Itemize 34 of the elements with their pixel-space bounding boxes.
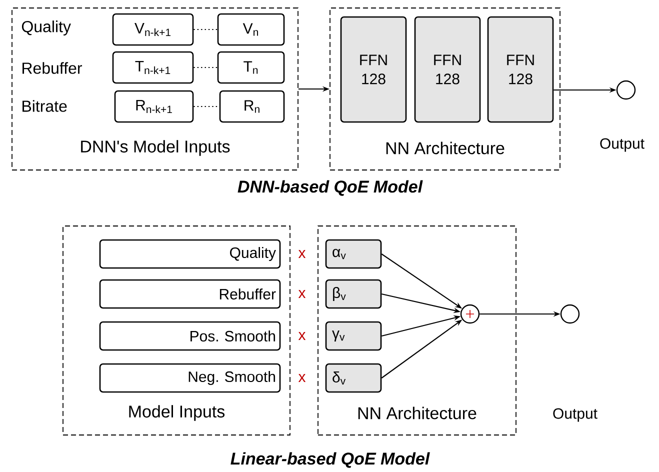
layer-box: FFN 128 — [487, 16, 554, 123]
model-caption: DNN-based QoE Model — [238, 180, 423, 196]
input-box: Rebuffer — [99, 279, 281, 309]
input-box: Neg. Smooth — [99, 363, 281, 393]
output-circle — [560, 304, 580, 324]
multiply-sign: x — [298, 374, 306, 382]
model-caption: Linear-based QoE Model — [230, 452, 430, 468]
input-box: V$_{n}$ — [217, 13, 285, 46]
weight-box: β$_{v}$ — [325, 279, 382, 309]
multiply-sign: x — [298, 290, 306, 298]
input-box: R$_{n-k+1}$ — [114, 90, 194, 123]
row-label: Quality — [22, 20, 71, 36]
input-box: T$_{n}$ — [217, 51, 285, 84]
input-box: Quality — [99, 239, 281, 269]
input-box: R$_{n}$ — [219, 90, 285, 123]
input-box: V$_{n-k+1}$ — [112, 13, 194, 46]
layer-box: FFN 128 — [340, 16, 407, 123]
dotted-connector — [193, 67, 218, 68]
layer-box: FFN 128 — [414, 16, 481, 123]
weight-box: γ$_{v}$ — [325, 321, 382, 351]
output-label: Output — [553, 408, 598, 422]
multiply-sign: x — [298, 332, 306, 340]
input-box: Pos. Smooth — [99, 321, 281, 351]
dotted-connector — [193, 29, 218, 30]
row-label: Rebuffer — [22, 62, 82, 74]
output-label: Output — [600, 138, 644, 152]
sum-circle — [460, 304, 480, 324]
output-circle — [616, 80, 636, 100]
input-box: T$_{n-k+1}$ — [112, 51, 194, 84]
multiply-sign: x — [298, 250, 306, 258]
dotted-connector — [193, 106, 220, 107]
weight-box: δ$_{v}$ — [325, 363, 382, 393]
weight-box: α$_{v}$ — [325, 239, 382, 269]
row-label: Bitrate — [22, 100, 67, 112]
